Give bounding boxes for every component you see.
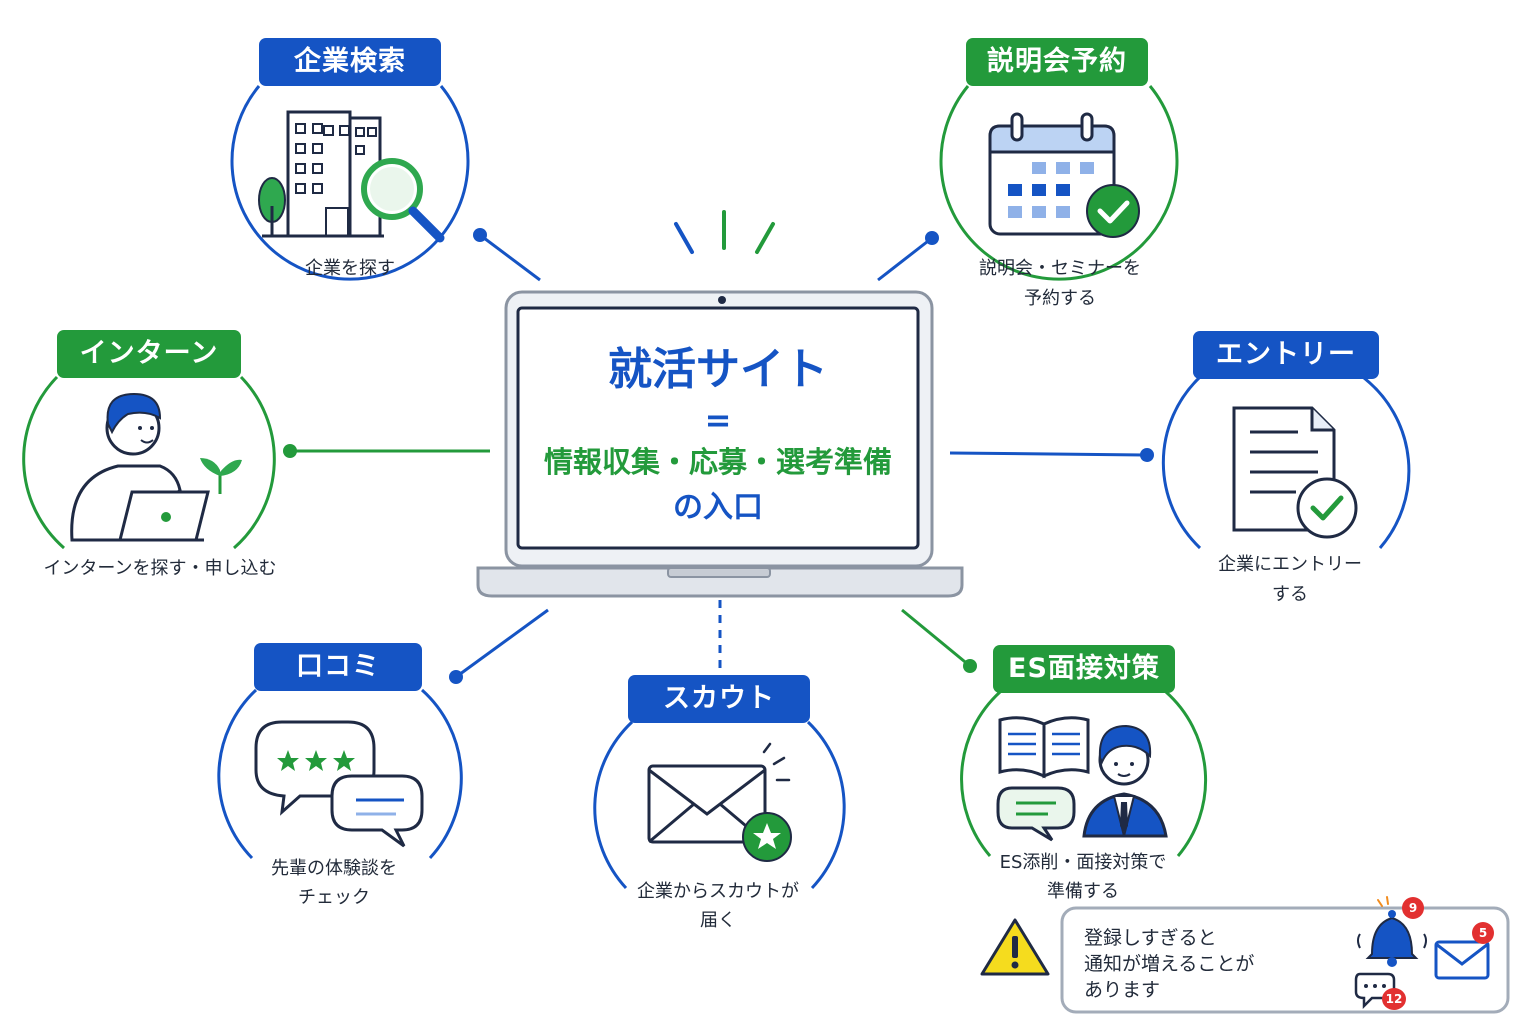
magnifier-icon bbox=[361, 158, 445, 243]
tree-icon bbox=[258, 177, 286, 236]
warning-line1: 登録しすぎると bbox=[1084, 927, 1217, 949]
warning-line2: 通知が増えることが bbox=[1084, 953, 1255, 975]
tag-internship: インターン bbox=[57, 330, 241, 378]
connector-reviews bbox=[455, 608, 549, 679]
caption-es-l1: ES添削・面接対策で bbox=[999, 852, 1167, 873]
tag-reviews: 口コミ bbox=[254, 643, 422, 691]
connector-es bbox=[901, 608, 971, 668]
star-rating-icon bbox=[277, 750, 355, 771]
es-interview-node bbox=[960, 690, 1208, 857]
laptop bbox=[476, 290, 964, 598]
tag-entry: エントリー bbox=[1193, 331, 1379, 379]
tag-scout: スカウト bbox=[628, 675, 810, 723]
warning-line3: あります bbox=[1084, 979, 1161, 1001]
connector-entry bbox=[949, 451, 1148, 457]
envelope-icon bbox=[647, 764, 767, 844]
sprout-icon bbox=[200, 458, 242, 494]
center-title: 就活サイト bbox=[608, 344, 828, 395]
sparkle-icon bbox=[762, 742, 791, 782]
caption-briefing-l2: 予約する bbox=[1024, 288, 1096, 309]
mail-count-badge: 5 bbox=[1472, 922, 1494, 944]
entry-node bbox=[1161, 376, 1411, 550]
mail-icon bbox=[1434, 940, 1490, 980]
tag-company-search: 企業検索 bbox=[259, 38, 441, 86]
building-icon bbox=[286, 110, 352, 238]
businessman-icon bbox=[1082, 724, 1168, 838]
warning-triangle-icon bbox=[980, 918, 1050, 976]
company-search-node bbox=[230, 85, 470, 281]
caption-reviews-l1: 先輩の体験談を bbox=[271, 858, 397, 879]
center-line2: の入口 bbox=[673, 490, 763, 525]
calendar-icon bbox=[988, 112, 1116, 236]
center-equals: = bbox=[704, 401, 732, 439]
connector-briefing bbox=[877, 236, 933, 282]
chat-icon bbox=[996, 786, 1076, 842]
caption-entry-l2: する bbox=[1272, 584, 1308, 605]
reviews-node bbox=[217, 688, 463, 860]
caption-entry-l1: 企業にエントリー bbox=[1218, 554, 1362, 575]
tag-briefing: 説明会予約 bbox=[966, 38, 1148, 86]
tag-es-interview: ES面接対策 bbox=[993, 645, 1175, 693]
laptop-small-icon bbox=[74, 490, 210, 542]
caption-internship: インターンを探す・申し込む bbox=[43, 558, 277, 579]
briefing-node bbox=[939, 85, 1179, 281]
bell-icon bbox=[1357, 896, 1427, 967]
caption-company-search: 企業を探す bbox=[305, 258, 395, 279]
chat-count-badge: 12 bbox=[1382, 988, 1406, 1010]
connectors bbox=[283, 228, 1154, 684]
open-book-icon bbox=[998, 716, 1090, 779]
student-icon bbox=[70, 392, 182, 542]
check-badge-icon bbox=[1086, 184, 1140, 238]
warning-group bbox=[980, 896, 1510, 1014]
caption-scout-l2: 届く bbox=[700, 910, 736, 931]
star-badge-icon bbox=[742, 812, 792, 862]
comment-bubble-icon bbox=[330, 774, 424, 848]
check-circle-icon bbox=[1296, 477, 1358, 539]
scout-node bbox=[593, 720, 846, 890]
internship-node bbox=[22, 375, 276, 550]
caption-reviews-l2: チェック bbox=[298, 887, 370, 908]
attention-rays bbox=[674, 210, 775, 254]
connector-company-search bbox=[479, 233, 541, 282]
caption-scout-l1: 企業からスカウトが bbox=[637, 881, 799, 902]
caption-es-l2: 準備する bbox=[1047, 881, 1119, 902]
caption-briefing-l1: 説明会・セミナーを bbox=[979, 258, 1141, 279]
center-line1: 情報収集・応募・選考準備 bbox=[543, 445, 892, 479]
bell-count-badge: 9 bbox=[1402, 897, 1424, 919]
